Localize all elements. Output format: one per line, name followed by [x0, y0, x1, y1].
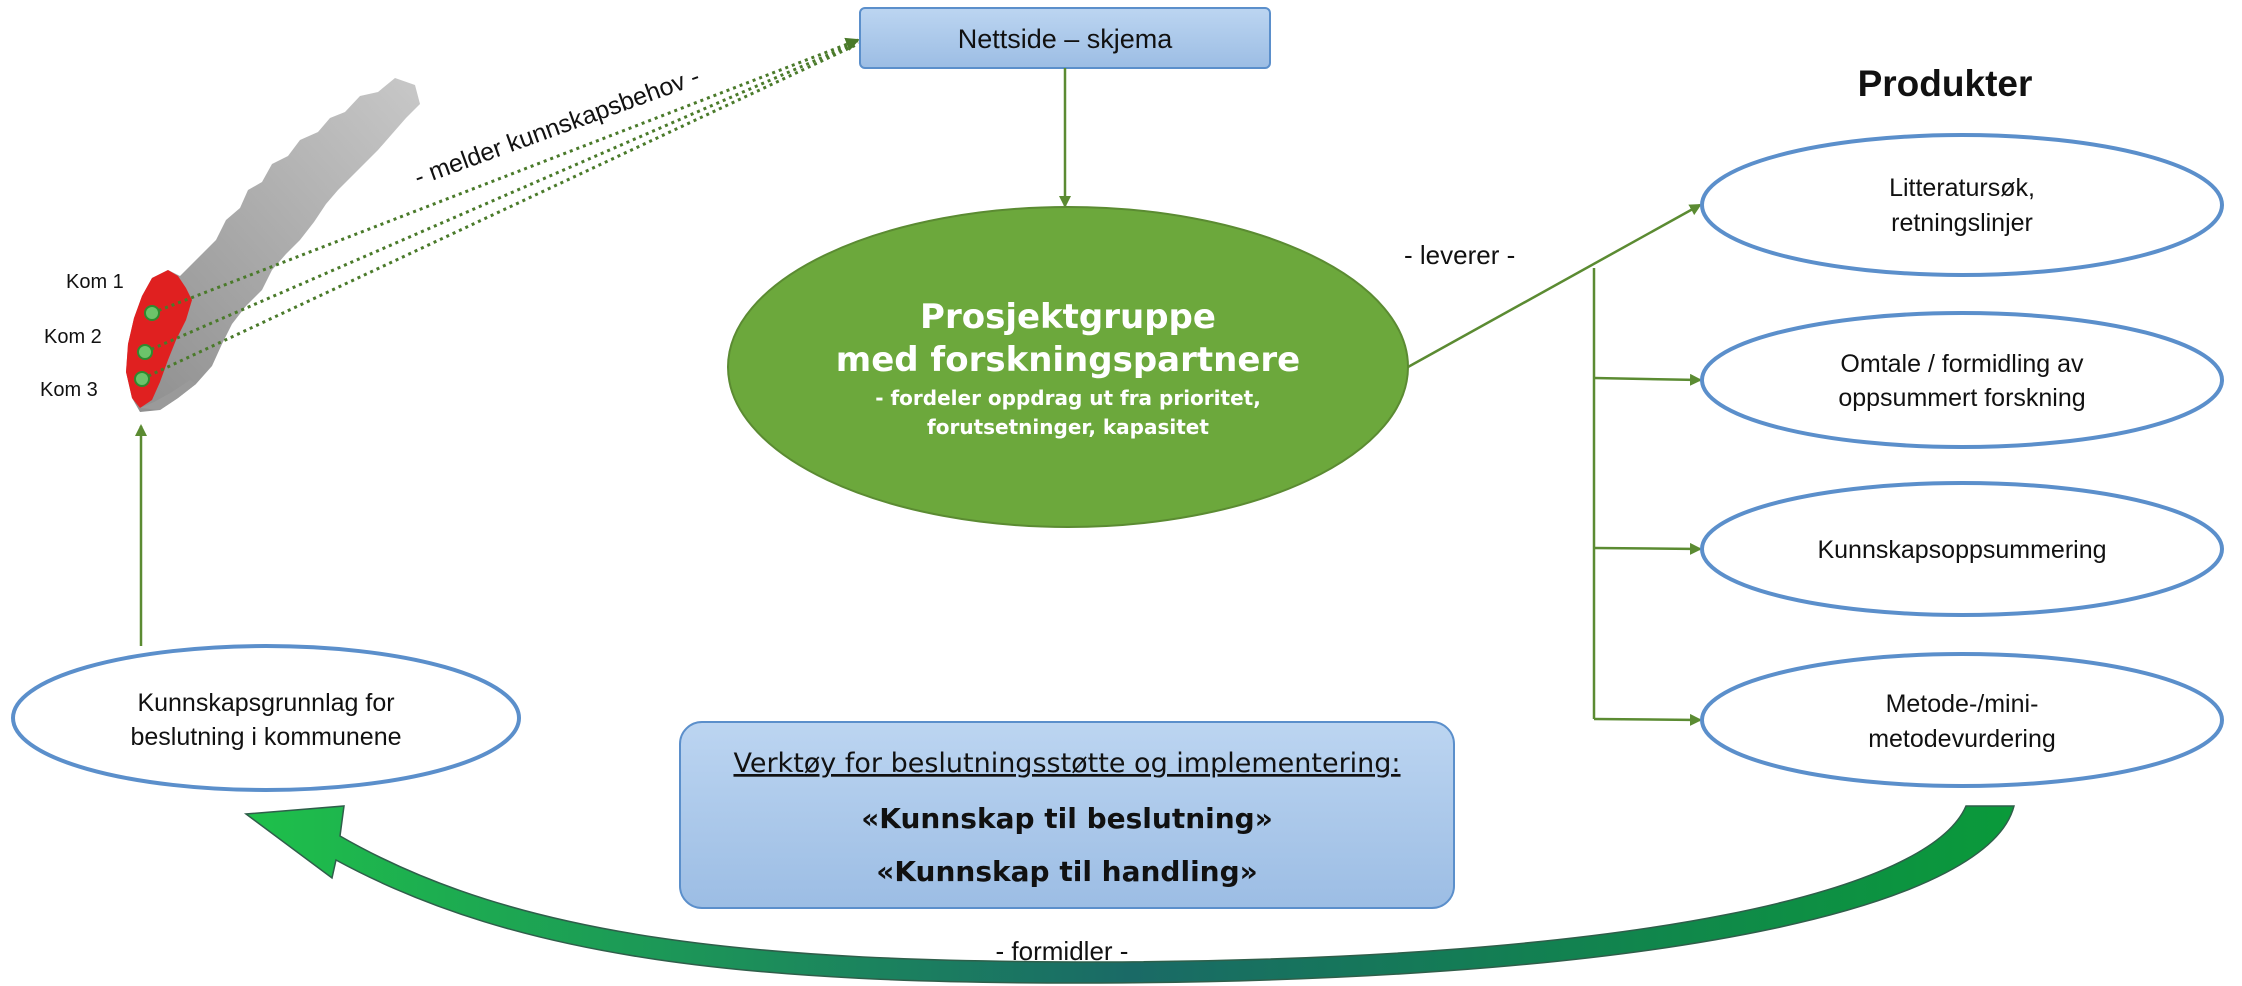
municipality-label-3: Kom 3 — [40, 379, 98, 401]
product-literature-ellipse[interactable] — [1700, 133, 2224, 277]
delivery-branch-4 — [1593, 713, 1702, 726]
product-dissemination-line2: oppsummert forskning — [1838, 384, 2085, 412]
delivery-line-main — [1407, 203, 1702, 369]
product-knowledge-summary-line1: Kunnskapsoppsummering — [1817, 536, 2106, 564]
product-method-assessment-ellipse[interactable] — [1700, 652, 2224, 788]
web-form-label: Nettside – skjema — [958, 24, 1174, 54]
project-group-sub-2: forutsetninger, kapasitet — [927, 415, 1209, 439]
project-group-sub-1: - fordeler oppdrag ut fra prioritet, — [875, 386, 1261, 410]
southern-coast — [140, 380, 196, 410]
municipality-marker-2[interactable] — [137, 344, 153, 360]
product-literature[interactable]: Litteratursøk, retningslinjer — [1700, 133, 2224, 277]
tools-box: Verktøy for beslutningsstøtte og impleme… — [679, 721, 1455, 909]
tools-line-1: «Kunnskap til beslutning» — [861, 802, 1273, 835]
product-literature-line1: Litteratursøk, — [1889, 174, 2035, 202]
delivery-connectors — [1407, 203, 1702, 726]
product-dissemination-ellipse[interactable] — [1700, 311, 2224, 449]
products-heading: Produkter — [1858, 63, 2033, 104]
report-line-kom1 — [151, 37, 860, 315]
tools-line-2: «Kunnskap til handling» — [876, 855, 1257, 888]
norway-map-shape — [126, 78, 420, 412]
municipality-marker-3[interactable] — [134, 371, 150, 387]
tools-heading: Verktøy for beslutningsstøtte og impleme… — [733, 748, 1400, 779]
knowledge-base-line1: Kunnskapsgrunnlag for — [137, 689, 394, 717]
project-group-title-1: Prosjektgruppe — [920, 297, 1216, 337]
delivery-branch-2 — [1593, 373, 1702, 386]
product-knowledge-summary-ellipse[interactable] — [1700, 481, 2224, 617]
municipality-label-1: Kom 1 — [66, 271, 124, 293]
product-method-assessment-line2: metodevurdering — [1868, 725, 2056, 753]
project-group-title-2: med forskningspartnere — [836, 340, 1300, 380]
delivers-label: - leverer - — [1404, 240, 1515, 270]
communicates-label: - formidler - — [996, 936, 1129, 966]
delivery-branch-3 — [1593, 542, 1702, 555]
report-lines — [141, 37, 860, 381]
product-dissemination-line1: Omtale / formidling av — [1840, 350, 2084, 378]
knowledge-base-line2: beslutning i kommunene — [131, 723, 402, 751]
product-knowledge-summary[interactable]: Kunnskapsoppsummering — [1700, 481, 2224, 617]
product-dissemination[interactable]: Omtale / formidling av oppsummert forskn… — [1700, 311, 2224, 449]
knowledge-base[interactable]: Kunnskapsgrunnlag for beslutning i kommu… — [11, 644, 521, 792]
report-line-kom3 — [141, 42, 859, 381]
product-method-assessment-line1: Metode-/mini- — [1886, 690, 2039, 718]
norway-map — [126, 78, 420, 412]
product-literature-line2: retningslinjer — [1891, 209, 2033, 237]
communicates-curved-arrow — [243, 805, 2015, 984]
project-group: Prosjektgruppe med forskningspartnere - … — [727, 206, 1409, 528]
tools-box-rect — [679, 721, 1455, 909]
municipality-marker-1[interactable] — [144, 305, 160, 321]
municipality-label-2: Kom 2 — [44, 326, 102, 348]
product-method-assessment[interactable]: Metode-/mini- metodevurdering — [1700, 652, 2224, 788]
knowledge-base-ellipse[interactable] — [11, 644, 521, 792]
web-form-box[interactable]: Nettside – skjema — [859, 7, 1271, 69]
